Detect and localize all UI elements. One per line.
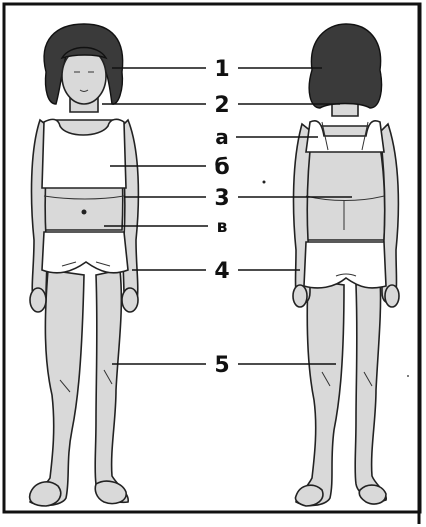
label-5: 5 — [214, 353, 229, 378]
labels: 1 2 а б 3 в 4 5 — [214, 57, 229, 378]
label-v: в — [217, 217, 228, 237]
scan-dot — [407, 375, 409, 377]
label-2: 2 — [214, 93, 229, 118]
label-3: 3 — [214, 186, 229, 211]
label-4: 4 — [214, 259, 229, 284]
scan-dot — [263, 181, 266, 184]
label-a: а — [215, 125, 229, 149]
back-figure — [293, 24, 399, 506]
label-1: 1 — [214, 57, 229, 82]
front-figure — [30, 24, 139, 506]
label-6: б — [214, 155, 229, 180]
